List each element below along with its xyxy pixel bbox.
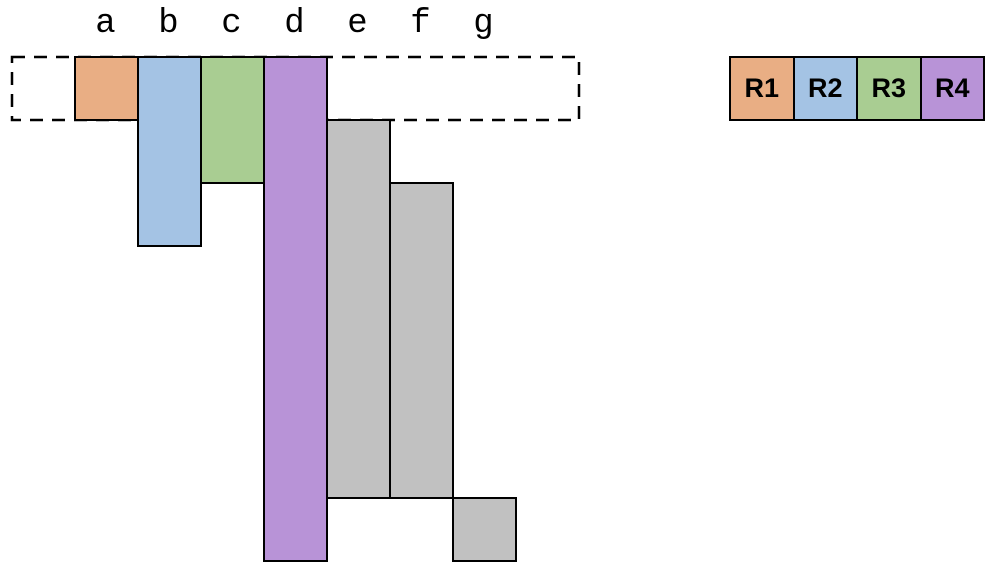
legend-cell-r1: R1 (729, 56, 795, 121)
column-label-e: e (347, 5, 368, 43)
bar-c (200, 56, 265, 184)
bar-b (137, 56, 202, 247)
legend-cell-r3: R3 (856, 56, 922, 121)
bar-d (263, 56, 328, 562)
column-label-a: a (95, 5, 116, 43)
legend-label-r2: R2 (807, 73, 843, 103)
bar-f (389, 182, 454, 499)
legend-label-r1: R1 (744, 73, 779, 103)
legend-label-r3: R3 (871, 73, 906, 103)
legend-cell-r2: R2 (792, 56, 858, 121)
column-label-d: d (284, 5, 305, 43)
column-label-c: c (221, 5, 242, 43)
bar-e (326, 119, 391, 499)
legend-label-r4: R4 (934, 73, 970, 103)
column-label-b: b (158, 5, 179, 43)
column-label-f: f (410, 5, 431, 43)
bar-a (74, 56, 139, 121)
column-label-g: g (473, 5, 494, 43)
bar-g (452, 497, 517, 562)
legend-cell-r4: R4 (919, 56, 985, 121)
